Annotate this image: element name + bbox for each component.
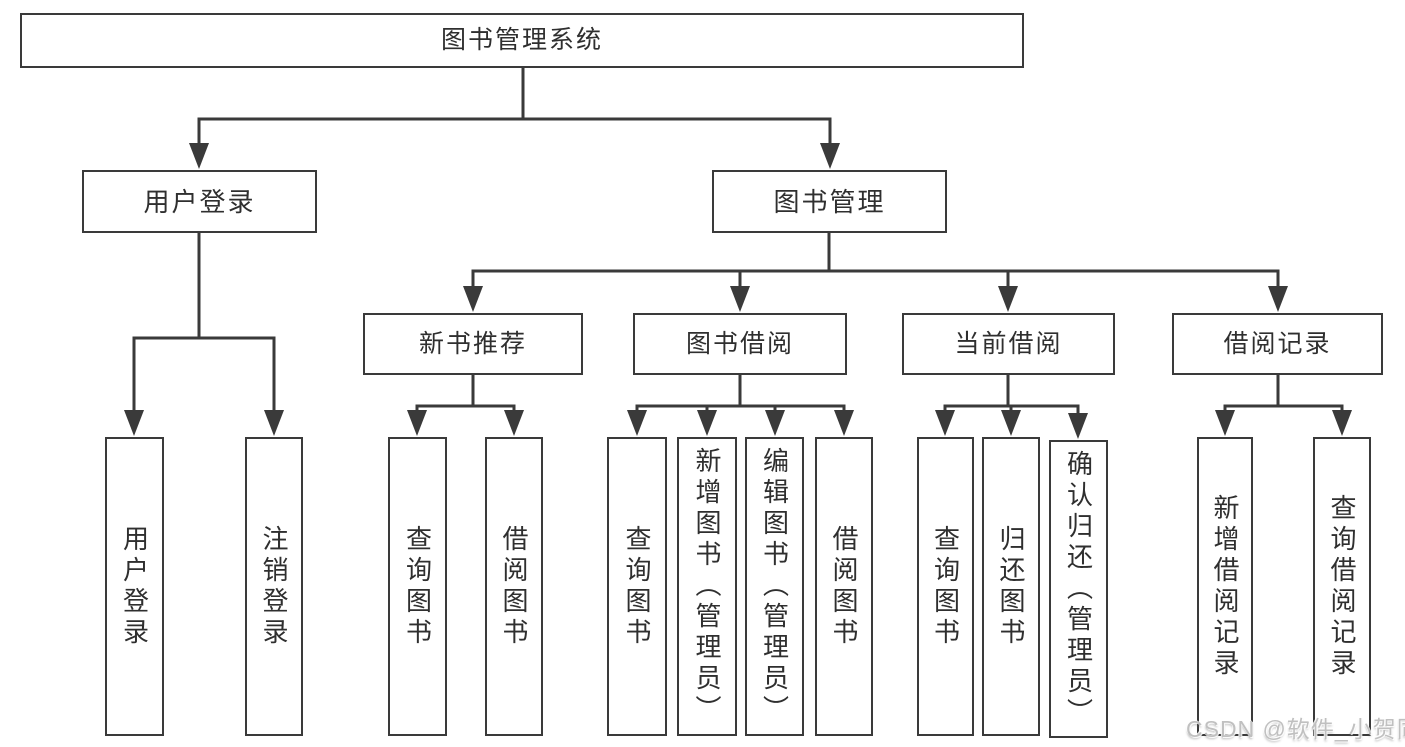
leaf-borrow-books: 借阅图书 [485, 437, 543, 736]
leaf-return-book: 归还图书 [982, 437, 1040, 736]
node-library-system: 图书管理系统 [20, 13, 1024, 68]
node-borrow-records: 借阅记录 [1172, 313, 1383, 375]
leaf-add-book-admin: 新增图书（管理员） [677, 437, 737, 736]
leaf-edit-book-admin: 编辑图书（管理员） [745, 437, 804, 736]
node-book-borrow: 图书借阅 [633, 313, 847, 375]
node-current-borrow: 当前借阅 [902, 313, 1115, 375]
leaf-confirm-return-admin: 确认归还（管理员） [1049, 440, 1108, 738]
leaf-query-borrow-record: 查询借阅记录 [1313, 437, 1371, 736]
node-book-management: 图书管理 [712, 170, 947, 233]
leaf-borrow-books: 借阅图书 [815, 437, 873, 736]
node-new-book-recommend: 新书推荐 [363, 313, 583, 375]
leaf-query-books: 查询图书 [917, 437, 974, 736]
leaf-logout: 注销登录 [245, 437, 303, 736]
leaf-user-login: 用户登录 [105, 437, 164, 736]
node-user-login: 用户登录 [82, 170, 317, 233]
leaf-query-books: 查询图书 [388, 437, 447, 736]
leaf-query-books: 查询图书 [607, 437, 667, 736]
leaf-add-borrow-record: 新增借阅记录 [1197, 437, 1253, 736]
watermark: CSDN @软件_小贺同学 [1186, 716, 1405, 742]
